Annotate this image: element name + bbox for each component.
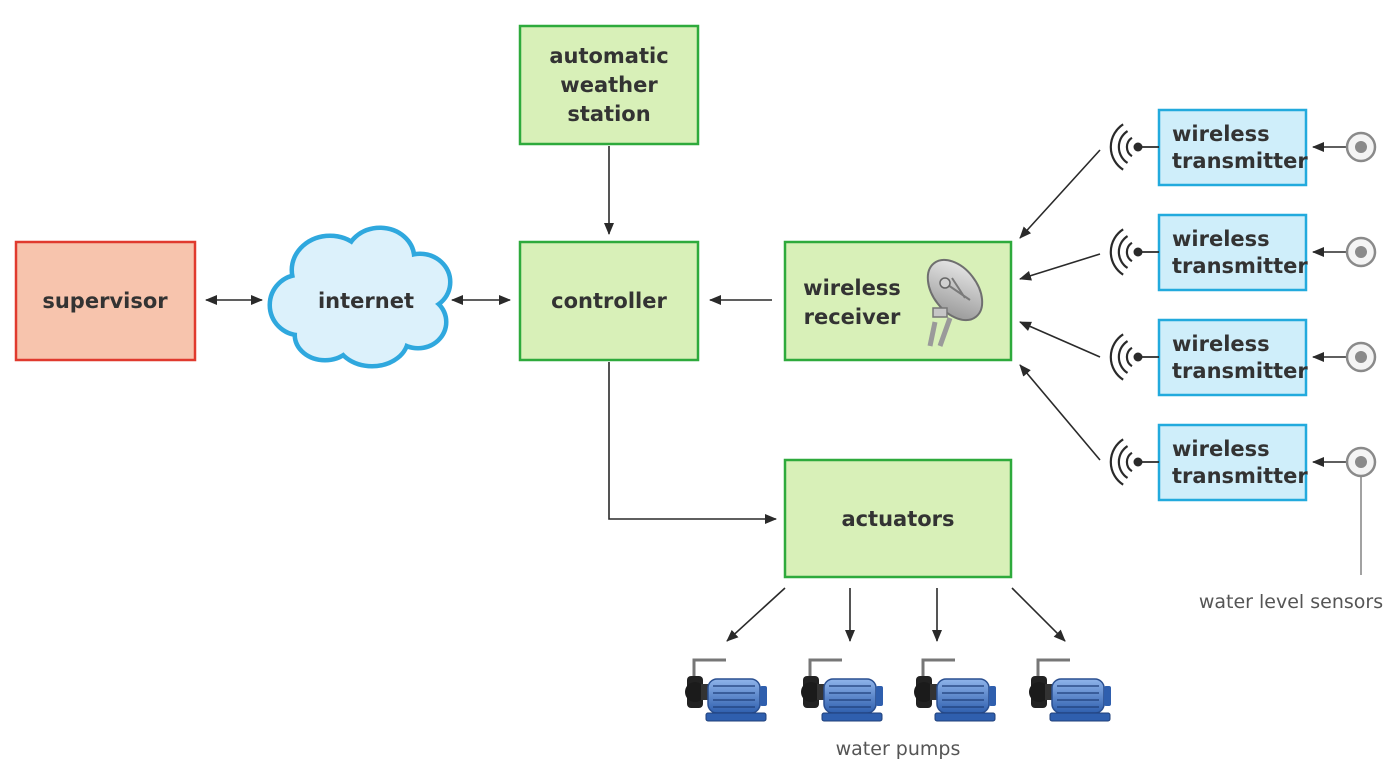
arrow-controller-actuators	[608, 362, 777, 524]
internet-label: internet	[318, 289, 414, 313]
arrow-actuators-pump-1	[726, 587, 786, 642]
cloud-icon	[267, 225, 453, 369]
radio-waves-icon	[1109, 438, 1159, 486]
controller-label: controller	[551, 289, 667, 313]
satellite-dish-icon	[926, 258, 984, 347]
transmitter-unit: wireless transmitter	[1109, 423, 1377, 502]
transmitter-label-line: transmitter	[1172, 149, 1308, 173]
arrow-transmitter-3-receiver	[1019, 321, 1101, 358]
actuators-box: actuators	[783, 458, 1013, 579]
arrow-transmitter-2-receiver	[1019, 253, 1101, 281]
sensor-icon	[1345, 131, 1377, 163]
sensor-icon	[1345, 446, 1377, 478]
water-pump-icon	[685, 658, 767, 722]
transmitter-label-line: wireless	[1172, 437, 1270, 461]
radio-waves-icon	[1109, 228, 1159, 276]
weather-station-label-line-1: automatic	[549, 44, 668, 68]
transmitter-unit: wireless transmitter	[1109, 213, 1377, 292]
connectors	[205, 146, 1362, 642]
radio-waves-icon	[1109, 123, 1159, 171]
internet-cloud: internet	[267, 225, 453, 369]
arrow-actuators-pump-4	[1011, 587, 1066, 642]
transmitter-label-line: transmitter	[1172, 254, 1308, 278]
transmitter-label-line: wireless	[1172, 122, 1270, 146]
arrow-transmitter-1-receiver	[1019, 149, 1101, 239]
transmitter-unit: wireless transmitter	[1109, 108, 1377, 187]
arrow-transmitter-4-receiver	[1019, 364, 1101, 461]
weather-station-box: automatic weather station	[518, 24, 700, 146]
transmitter-label-line: transmitter	[1172, 359, 1308, 383]
transmitter-label-line: wireless	[1172, 332, 1270, 356]
wireless-receiver-label-line-1: wireless	[803, 276, 901, 300]
water-pumps-caption: water pumps	[836, 738, 961, 760]
transmitter-label-line: transmitter	[1172, 464, 1308, 488]
sensor-icon	[1345, 236, 1377, 268]
water-pump-icon	[1029, 658, 1111, 722]
wireless-receiver-label-line-2: receiver	[804, 305, 901, 329]
transmitter-unit: wireless transmitter	[1109, 318, 1377, 397]
transmitter-label-line: wireless	[1172, 227, 1270, 251]
controller-box: controller	[518, 240, 700, 362]
water-pump-icon	[914, 658, 996, 722]
weather-station-label-line-2: weather	[560, 73, 658, 97]
supervisor-label: supervisor	[42, 289, 168, 313]
water-pumps	[685, 658, 1111, 722]
wireless-receiver-box: wireless receiver	[783, 240, 1013, 362]
wireless-transmitters: wirelesstransmitterwirelesstransmitterwi…	[1109, 108, 1377, 502]
water-level-sensors-caption: water level sensors	[1199, 591, 1383, 613]
weather-station-label-line-3: station	[567, 102, 650, 126]
water-pump-icon	[801, 658, 883, 722]
sensor-icon	[1345, 341, 1377, 373]
radio-waves-icon	[1109, 333, 1159, 381]
actuators-label: actuators	[841, 507, 954, 531]
supervisor-box: supervisor	[14, 240, 197, 362]
